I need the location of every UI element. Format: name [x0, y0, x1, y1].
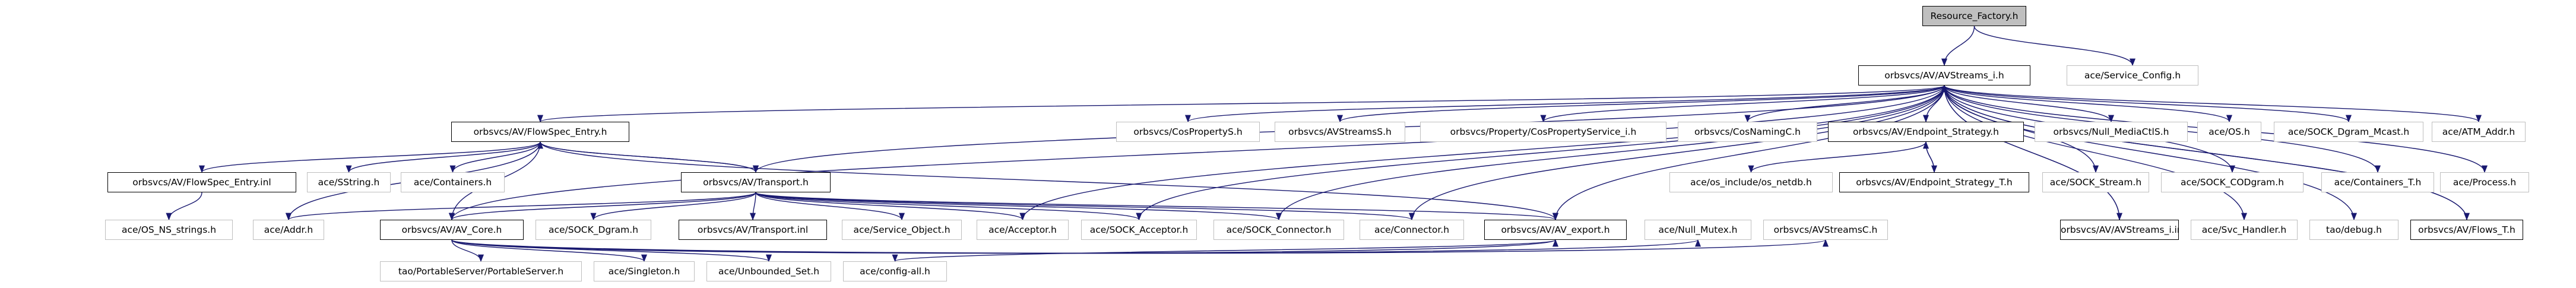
edge-avstreams_i-to-svc_handler: [1944, 85, 2247, 221]
node-av-export[interactable]: orbsvcs/AV/AV_export.h: [1484, 220, 1627, 240]
node-avstreams-i-inl[interactable]: orbsvcs/AV/AVStreams_i.inl: [2060, 220, 2179, 240]
edge-avstreams_i-to-flowspec_entry: [537, 85, 1945, 123]
node-av-core[interactable]: orbsvcs/AV/AV_Core.h: [380, 220, 524, 240]
edge-avstreams_i-to-costprop_service_i: [1540, 85, 1945, 123]
edge-avstreams_i-to-sock_dgram_mcast: [1944, 85, 2352, 123]
edge-transport-to-sock_acceptor: [755, 192, 1142, 221]
edge-avstreams_i-to-costprop_s: [1185, 85, 1945, 123]
edge-endpoint_strategy_t-to-endpoint_strategy: [1922, 141, 1935, 173]
node-atm-addr: ace/ATM_Addr.h: [2432, 122, 2526, 142]
edge-avstreams_i-to-av_export: [1552, 85, 1945, 221]
edge-transport-to-av_export: [755, 192, 1558, 221]
node-ace-addr: ace/Addr.h: [253, 220, 324, 240]
node-endpoint-strategy[interactable]: orbsvcs/AV/Endpoint_Strategy.h: [1828, 122, 2024, 142]
node-svc-handler: ace/Svc_Handler.h: [2191, 220, 2298, 240]
edge-av_core-to-avstreams_c: [451, 239, 1829, 254]
edge-avstreams_i-to-null_mediactl: [1944, 85, 2114, 123]
edge-avstreams_i-to-sock_connector: [1276, 85, 1945, 221]
node-transport-inl[interactable]: orbsvcs/AV/Transport.inl: [679, 220, 827, 240]
node-sock-stream: ace/SOCK_Stream.h: [2042, 172, 2149, 192]
node-null-mutex: ace/Null_Mutex.h: [1645, 220, 1751, 240]
edge-av_core-to-unbounded_set: [451, 239, 772, 262]
node-avstreams-c: orbsvcs/AVStreamsC.h: [1763, 220, 1888, 240]
node-containers-t: ace/Containers_T.h: [2321, 172, 2434, 192]
node-unbounded-set: ace/Unbounded_Set.h: [706, 261, 831, 281]
edge-transport-to-flowspec_entry: [537, 141, 756, 173]
edge-avstreams_i-to-tao_debug: [1944, 85, 2357, 221]
node-acceptor: ace/Acceptor.h: [977, 220, 1069, 240]
edge-flowspec_entry_inl-to-os_ns_strings: [166, 192, 202, 221]
node-costprop-service-i: orbsvcs/Property/CosPropertyService_i.h: [1420, 122, 1666, 142]
edge-flowspec_entry-to-flowspec_entry_inl: [199, 141, 541, 173]
edge-avstreams_i-to-sock_acceptor: [1136, 85, 1945, 221]
node-sock-codgram: ace/SOCK_CODgram.h: [2161, 172, 2303, 192]
node-portable-server: tao/PortableServer/PortableServer.h: [380, 261, 582, 281]
node-cosnaming-c: orbsvcs/CosNamingC.h: [1678, 122, 1817, 142]
node-config-all: ace/config-all.h: [843, 261, 947, 281]
edge-transport-to-transport_inl: [749, 192, 756, 221]
edge-avstreams_i-to-acceptor: [1019, 85, 1945, 221]
node-sock-acceptor: ace/SOCK_Acceptor.h: [1081, 220, 1197, 240]
edge-resource_factory-to-service_config: [1973, 26, 2135, 67]
node-connector: ace/Connector.h: [1360, 220, 1464, 240]
edge-avstreams_i-to-av_core: [449, 85, 1945, 221]
edge-avstreams_i-to-ace_os: [1944, 85, 2232, 123]
edge-av_core-to-singleton: [451, 239, 647, 262]
node-transport[interactable]: orbsvcs/AV/Transport.h: [681, 172, 831, 192]
edge-transport-to-acceptor: [755, 192, 1026, 221]
node-sock-dgram-mcast: ace/SOCK_Dgram_Mcast.h: [2274, 122, 2423, 142]
edge-av_export-to-config_all: [892, 239, 1556, 262]
edge-avstreams_i-to-connector: [1409, 85, 1945, 221]
edge-avstreams_i-to-avstreams_s: [1337, 85, 1945, 123]
node-os-includes-netdb: ace/os_include/os_netdb.h: [1669, 172, 1833, 192]
node-null-mediactl: orbsvcs/Null_MediaCtlS.h: [2035, 122, 2188, 142]
node-sock-connector: ace/SOCK_Connector.h: [1213, 220, 1344, 240]
edge-flowspec_entry-to-sstring: [346, 141, 541, 173]
node-containers: ace/Containers.h: [401, 172, 505, 192]
node-singleton: ace/Singleton.h: [594, 261, 695, 281]
edge-endpoint_strategy-to-os_includes_netdb: [1748, 141, 1927, 173]
node-flowspec-entry[interactable]: orbsvcs/AV/FlowSpec_Entry.h: [451, 122, 629, 142]
node-resource-factory: Resource_Factory.h: [1922, 6, 2026, 26]
edge-flows_t-to-avstreams_i: [1941, 84, 2467, 220]
node-flows-t[interactable]: orbsvcs/AV/Flows_T.h: [2410, 220, 2523, 240]
edge-flowspec_entry-to-av_export: [540, 141, 1558, 221]
edge-av_core-to-portable_server: [451, 239, 484, 262]
node-endpoint-strategy-t[interactable]: orbsvcs/AV/Endpoint_Strategy_T.h: [1839, 172, 2029, 192]
edge-resource_factory-to-avstreams_i: [1941, 26, 1975, 67]
edge-avstreams_i_inl-to-avstreams_i: [1941, 84, 2120, 220]
edge-transport-to-service_object: [755, 192, 905, 221]
edge-transport-to-ace_addr: [286, 192, 756, 221]
edge-avstreams_i-to-atm_addr: [1944, 85, 2482, 123]
node-avstreams-s: orbsvcs/AVStreamsS.h: [1275, 122, 1405, 142]
node-tao-debug: tao/debug.h: [2309, 220, 2398, 240]
node-sock-dgram: ace/SOCK_Dgram.h: [536, 220, 651, 240]
edge-transport-to-av_core: [449, 192, 756, 221]
node-service-config: ace/Service_Config.h: [2067, 65, 2198, 86]
node-os-ns-strings: ace/OS_NS_strings.h: [105, 220, 233, 240]
edge-transport-to-sock_dgram: [590, 192, 756, 221]
node-service-object: ace/Service_Object.h: [842, 220, 962, 240]
node-flowspec-entry-inl[interactable]: orbsvcs/AV/FlowSpec_Entry.inl: [107, 172, 296, 192]
edge-flowspec_entry-to-containers: [449, 141, 541, 173]
node-process: ace/Process.h: [2440, 172, 2529, 192]
node-ace-os: ace/OS.h: [2197, 122, 2261, 142]
edge-transport-to-connector: [755, 192, 1415, 221]
edge-transport-to-sock_connector: [755, 192, 1282, 221]
node-avstreams-i[interactable]: orbsvcs/AV/AVStreams_i.h: [1858, 65, 2030, 86]
node-costprop-s: orbsvcs/CosPropertyS.h: [1116, 122, 1260, 142]
node-sstring: ace/SString.h: [307, 172, 391, 192]
